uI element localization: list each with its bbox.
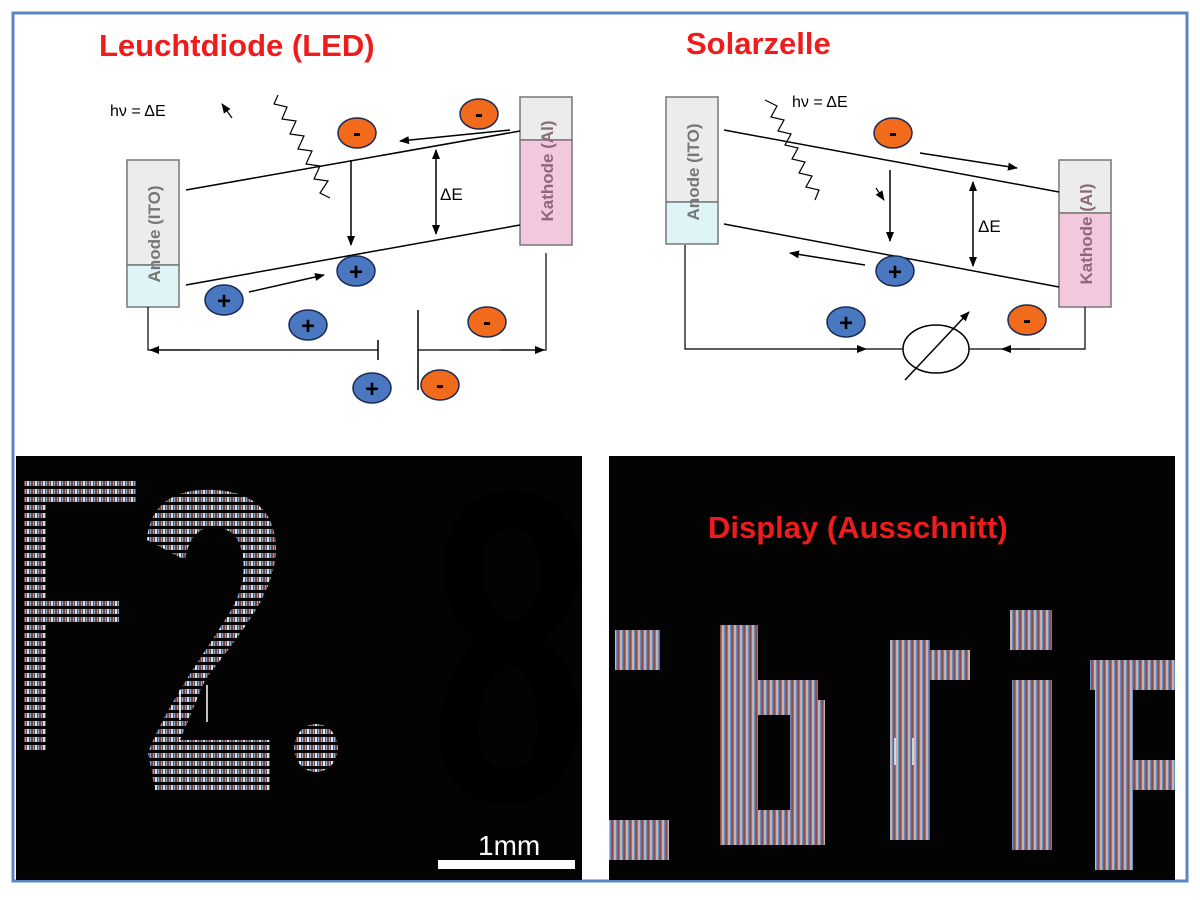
solar-electron-arrow [919, 152, 1018, 171]
svg-text:+: + [365, 376, 379, 403]
electron-minus-icon: - [467, 306, 507, 338]
solar-photon-label: hν = ΔE [792, 94, 848, 111]
led-diagram: Anode (ITO) Kathode (Al) ΔE hν = ΔE - [110, 94, 573, 404]
hole-plus-icon: + [288, 309, 328, 341]
led-electron-arrow [399, 129, 511, 145]
hole-plus-icon: + [336, 255, 376, 287]
solar-photon-arrow [875, 187, 885, 201]
led-anode-bottom [126, 264, 180, 308]
electron-minus-icon: - [420, 369, 460, 401]
led-photon-label: hν = ΔE [110, 103, 166, 120]
meter-icon [902, 311, 970, 381]
led-cathode-label: Kathode (Al) [538, 120, 557, 221]
solar-lumo-line [723, 129, 1060, 193]
photon-wave-icon [764, 99, 820, 201]
electron-minus-icon: - [873, 117, 913, 149]
solar-hole-arrow [789, 250, 866, 266]
led-gap-label: ΔE [440, 185, 463, 204]
solar-diagram: Anode (ITO) Kathode (Al) ΔE hν = ΔE [665, 94, 1112, 381]
display-title: Display (Ausschnitt) [708, 510, 1008, 545]
svg-text:+: + [217, 288, 231, 315]
photo-char-2 [147, 489, 276, 790]
svg-text:+: + [349, 259, 363, 286]
svg-text:-: - [889, 120, 897, 147]
led-hole-arrow [248, 273, 325, 293]
led-circuit-left [147, 307, 378, 351]
svg-text:+: + [888, 259, 902, 286]
photon-wave-icon [273, 94, 331, 199]
solar-anode-label: Anode (ITO) [684, 124, 703, 221]
display-strokes [609, 610, 1175, 870]
outer-border [11, 11, 1189, 883]
svg-text:+: + [839, 310, 853, 337]
svg-text:+: + [301, 313, 315, 340]
led-cathode-bottom [519, 139, 573, 246]
svg-text:-: - [1023, 307, 1031, 334]
electron-minus-icon: - [337, 117, 377, 149]
photo-char-dot [294, 724, 338, 772]
led-photon-arrow [221, 103, 233, 119]
solar-gap-label: ΔE [978, 217, 1001, 236]
hole-plus-icon: + [826, 306, 866, 338]
solar-anode-top [665, 96, 719, 203]
svg-text:-: - [475, 101, 483, 128]
display-photo [609, 456, 1175, 880]
led-homo-line [185, 224, 521, 286]
led-cathode-top [519, 96, 573, 141]
solar-cathode-bottom [1058, 212, 1112, 308]
photo-char-F [24, 480, 136, 750]
solar-anode-bottom [665, 201, 719, 245]
solar-title: Solarzelle [686, 26, 831, 61]
scale-bar-label: 1mm [478, 830, 541, 861]
svg-text:-: - [353, 120, 361, 147]
scale-bar [438, 860, 575, 869]
solar-cathode-label: Kathode (Al) [1077, 183, 1096, 284]
led-anode-label: Anode (ITO) [145, 186, 164, 283]
hole-plus-icon: + [875, 255, 915, 287]
hole-plus-icon: + [204, 284, 244, 316]
svg-text:-: - [436, 372, 444, 399]
led-circuit-right [418, 253, 547, 351]
svg-text:-: - [483, 309, 491, 336]
hole-plus-icon: + [352, 372, 392, 404]
solar-circuit-left [684, 245, 903, 350]
led-matrix-photo [16, 456, 582, 880]
solar-cathode-top [1058, 159, 1112, 214]
photo-char-8 [440, 490, 580, 805]
led-title: Leuchtdiode (LED) [99, 28, 375, 63]
electron-minus-icon: - [1007, 304, 1047, 336]
led-lumo-line [185, 130, 521, 191]
electron-minus-icon: - [459, 98, 499, 130]
